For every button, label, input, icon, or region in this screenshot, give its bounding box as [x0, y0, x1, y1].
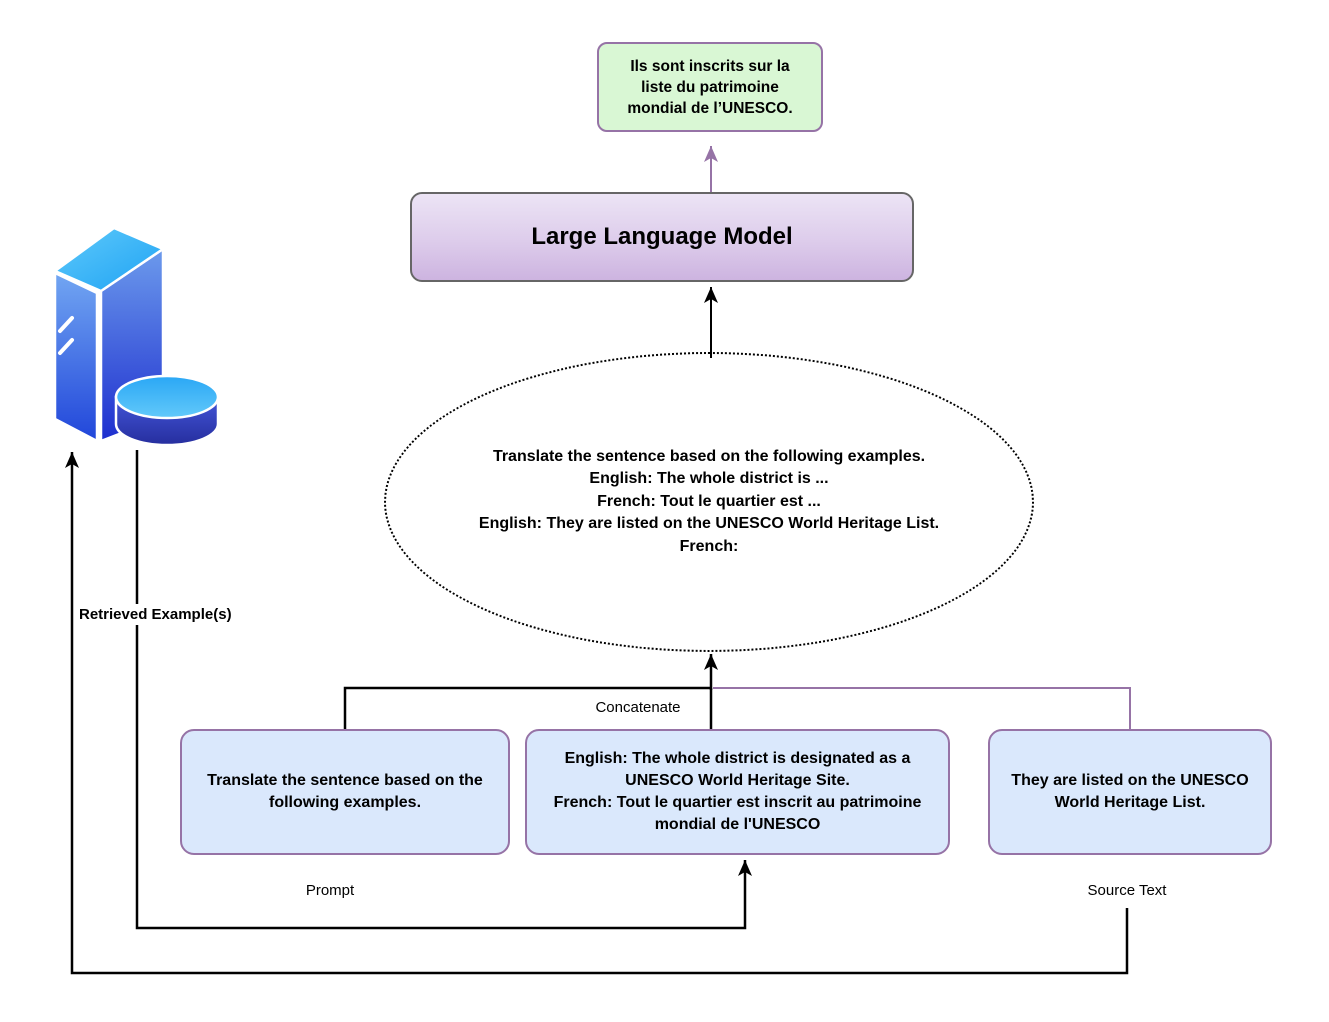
- database-server-icon: [53, 226, 220, 447]
- prompt-line: French: Tout le quartier est ...: [597, 492, 821, 510]
- instruction-box: Translate the sentence based on the foll…: [180, 729, 510, 855]
- prompt-label: Prompt: [305, 882, 355, 899]
- source-text-label: Source Text: [1087, 882, 1167, 899]
- server-vent-marks: [58, 316, 74, 355]
- example-english-text: English: The whole district is designate…: [564, 750, 911, 789]
- translated-output-box: Ils sont inscrits sur la liste du patrim…: [597, 42, 823, 132]
- retrieved-examples-path: [135, 450, 752, 930]
- llm-box: Large Language Model: [410, 192, 914, 282]
- translated-output-text: Ils sont inscrits sur la liste du patrim…: [627, 57, 793, 117]
- assembled-prompt-ellipse: Translate the sentence based on the foll…: [384, 352, 1034, 652]
- retrieved-examples-label: Retrieved Example(s): [76, 604, 235, 625]
- prompt-line: English: The whole district is ...: [589, 470, 829, 488]
- source-text-box: They are listed on the UNESCO World Heri…: [988, 729, 1272, 855]
- prompt-line: French:: [679, 537, 739, 555]
- prompt-line: Translate the sentence based on the foll…: [492, 447, 926, 465]
- source-text-content: They are listed on the UNESCO World Heri…: [1011, 772, 1249, 811]
- prompt-line: English: They are listed on the UNESCO W…: [478, 515, 940, 533]
- source-concat-line: [713, 687, 1131, 729]
- concatenate-label: Concatenate: [595, 699, 681, 716]
- llm-label: Large Language Model: [531, 223, 793, 250]
- retrieval-query-path: [65, 452, 1129, 975]
- prompt-concat-line: [343, 686, 713, 729]
- retrieved-example-box: English: The whole district is designate…: [525, 729, 950, 855]
- example-french-text: French: Tout le quartier est inscrit au …: [553, 794, 922, 833]
- instruction-text: Translate the sentence based on the foll…: [207, 772, 483, 811]
